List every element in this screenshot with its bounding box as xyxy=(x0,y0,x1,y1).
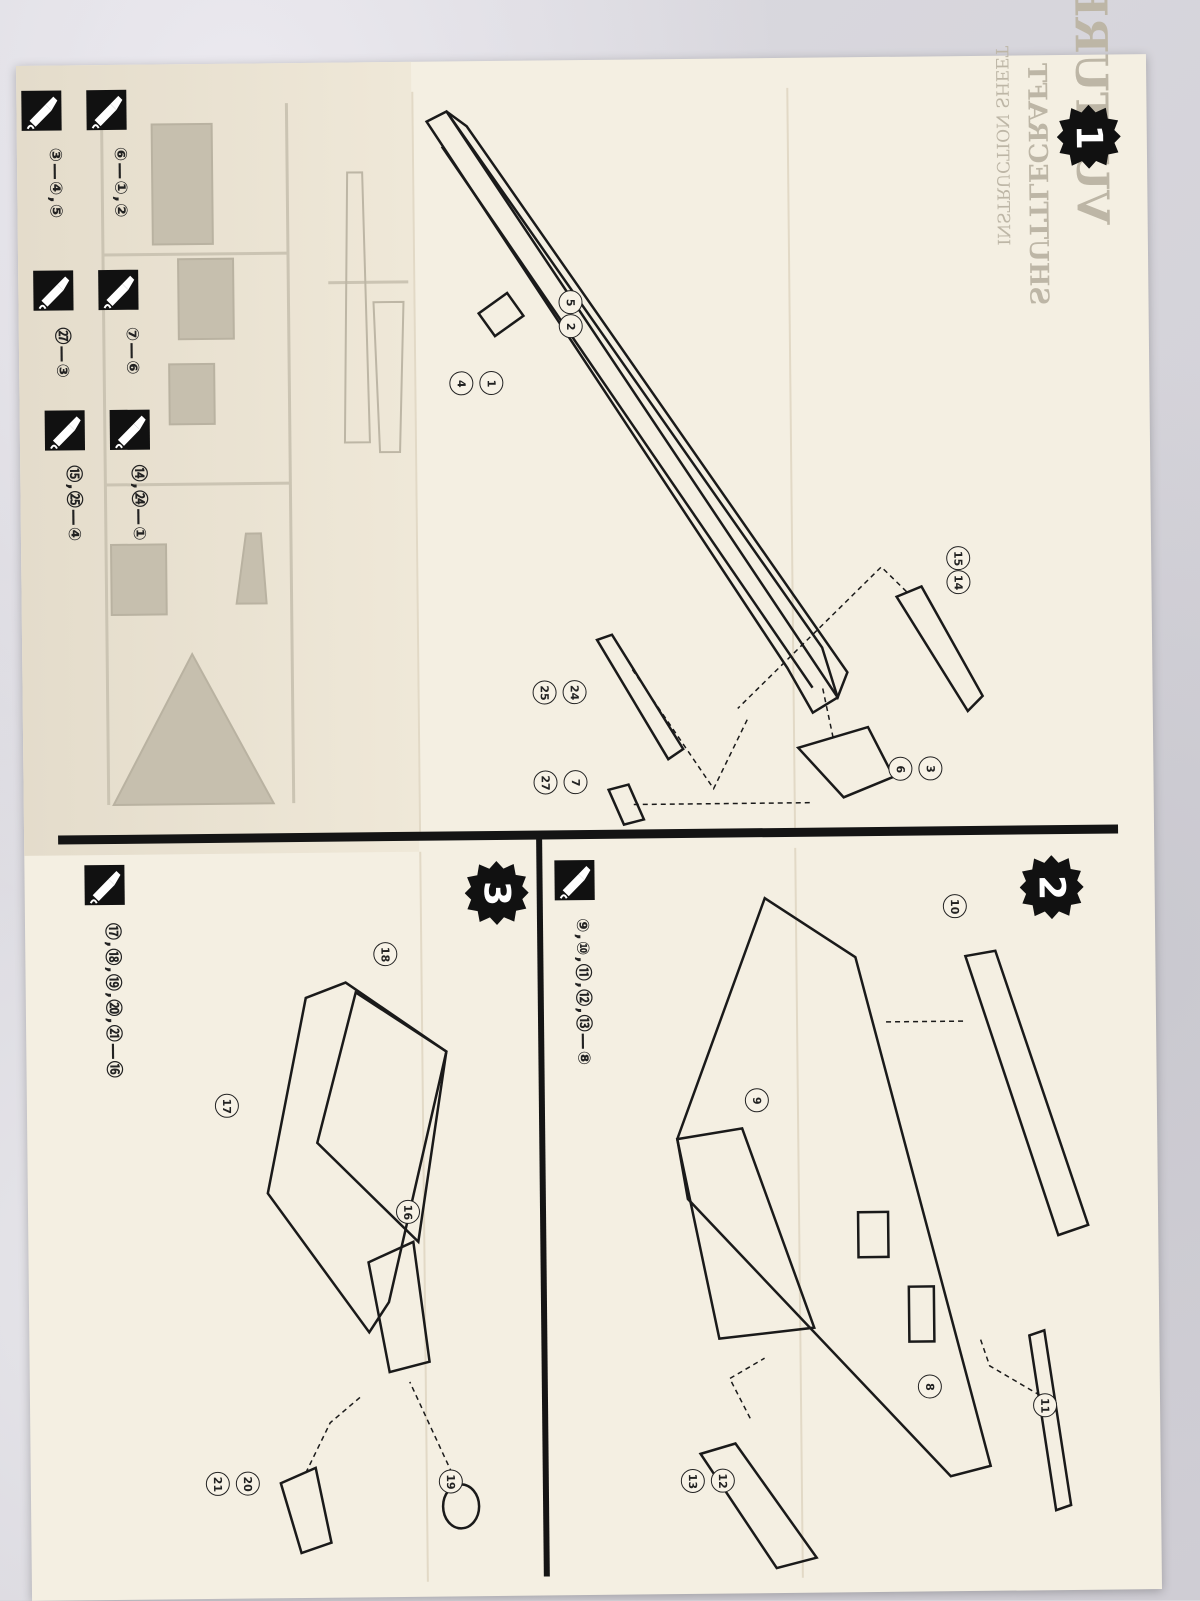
callout-part-19: 19 xyxy=(438,1469,463,1494)
callout-part-13: 13 xyxy=(680,1468,705,1494)
callout-part-20: 20 xyxy=(235,1471,260,1496)
fuselage-outline xyxy=(424,109,840,715)
part-7-27-drawing xyxy=(606,783,646,827)
callout-part-16: 16 xyxy=(395,1199,421,1225)
step2-drawing xyxy=(675,896,1090,1570)
part-18-panel xyxy=(315,990,448,1245)
sprue-rail xyxy=(105,481,291,487)
part-9-hull xyxy=(675,896,993,1478)
callout-part-9: 9 xyxy=(744,1088,769,1113)
part-24-25-drawing xyxy=(595,633,685,761)
glue-tube-icon xyxy=(98,269,139,311)
callout-part-27: 27 xyxy=(533,770,558,795)
glue-sequence-7: ⑨,⑩,⑪,⑫,⑬—⑧ xyxy=(571,917,594,1067)
callout-part-4: 4 xyxy=(449,371,474,396)
parts-tree-piece xyxy=(112,652,276,806)
callout-part-1: 1 xyxy=(479,370,504,396)
parts-tree-piece xyxy=(150,122,214,246)
assembly-guide-line xyxy=(409,1381,457,1482)
part-20-21-drawing xyxy=(279,1466,333,1555)
assembly-guide-line xyxy=(633,801,814,806)
callout-part-10: 10 xyxy=(942,894,967,919)
engine-ring xyxy=(476,291,526,338)
fuselage-side xyxy=(445,110,849,701)
assembly-guide-line xyxy=(631,669,749,791)
callout-part-24: 24 xyxy=(562,680,587,705)
panel-detail xyxy=(856,1210,890,1259)
callout-part-14: 14 xyxy=(946,569,971,595)
sprue-rail xyxy=(102,251,288,257)
assembly-guide-line xyxy=(821,687,834,738)
glue-sequence-8: ⑰,⑱,⑲,⑳,㉑—⑯ xyxy=(101,922,124,1079)
parts-tree-piece xyxy=(168,362,216,426)
callout-part-5: 5 xyxy=(558,290,583,315)
glue-tube-icon xyxy=(21,90,62,131)
assembly-guide-line xyxy=(886,1020,967,1023)
parts-tree-piece xyxy=(110,543,168,616)
callout-part-25: 25 xyxy=(532,680,557,705)
glue-sequence-6: ⑭,㉔—① xyxy=(128,464,149,542)
fuselage-seam xyxy=(440,145,814,689)
parts-tree-drawing xyxy=(99,103,409,806)
glue-tube-icon xyxy=(86,89,127,131)
callout-part-11: 11 xyxy=(1032,1393,1058,1418)
part-12-13-drawing xyxy=(698,1442,819,1570)
assembly-guide-line xyxy=(978,1335,1041,1396)
sprue-rail xyxy=(284,103,296,804)
callout-part-6: 6 xyxy=(888,756,913,781)
part-11-drawing xyxy=(1027,1328,1073,1512)
assembly-guide-line xyxy=(728,1357,765,1419)
part-14-15-drawing xyxy=(894,584,985,714)
callout-part-7: 7 xyxy=(563,770,588,795)
part-8-deck xyxy=(675,1127,816,1341)
glue-sequence-5: ⑮,㉕—④ xyxy=(63,465,84,543)
callout-part-2: 2 xyxy=(558,314,583,339)
glue-sequence-1: ③—④,⑤ xyxy=(44,147,66,220)
step1-drawing xyxy=(424,109,985,827)
glue-sequence-4: ⑦—⑥ xyxy=(121,326,143,376)
glue-tube-icon xyxy=(109,409,151,450)
glue-tube-icon xyxy=(84,864,125,906)
glue-sequence-3: ㉗—③ xyxy=(51,327,73,380)
glue-sequence-2: ⑥—①,② xyxy=(109,146,131,219)
callout-part-15: 15 xyxy=(946,545,971,571)
panel-detail xyxy=(907,1285,936,1343)
glue-tube-icon xyxy=(33,270,74,311)
part-10-panel xyxy=(963,949,1090,1237)
part-16-engine xyxy=(367,1240,431,1374)
callout-part-8: 8 xyxy=(917,1374,942,1399)
callout-part-18: 18 xyxy=(373,942,398,967)
callout-part-17: 17 xyxy=(214,1093,240,1118)
instruction-sheet: VULTURE SHUTTLECRAFT INSTRUCTION SHEET xyxy=(15,0,1163,1601)
parts-tree-piece xyxy=(372,300,405,454)
sprue-rail xyxy=(328,280,409,285)
sprue-rail xyxy=(99,105,111,806)
parts-tree-piece xyxy=(235,532,268,605)
parts-tree-piece xyxy=(177,257,235,341)
part-3-6-drawing xyxy=(795,725,896,799)
step3-drawing xyxy=(266,981,481,1555)
assembly-guide-line xyxy=(737,565,908,709)
parts-tree-piece xyxy=(343,171,371,444)
assembly-guide-line xyxy=(305,1396,361,1474)
callout-part-3: 3 xyxy=(918,756,943,781)
callout-part-12: 12 xyxy=(710,1468,735,1493)
glue-tube-icon xyxy=(44,410,86,451)
part-17-body xyxy=(266,981,448,1335)
glue-tube-icon xyxy=(554,859,595,901)
callout-part-21: 21 xyxy=(205,1471,230,1497)
